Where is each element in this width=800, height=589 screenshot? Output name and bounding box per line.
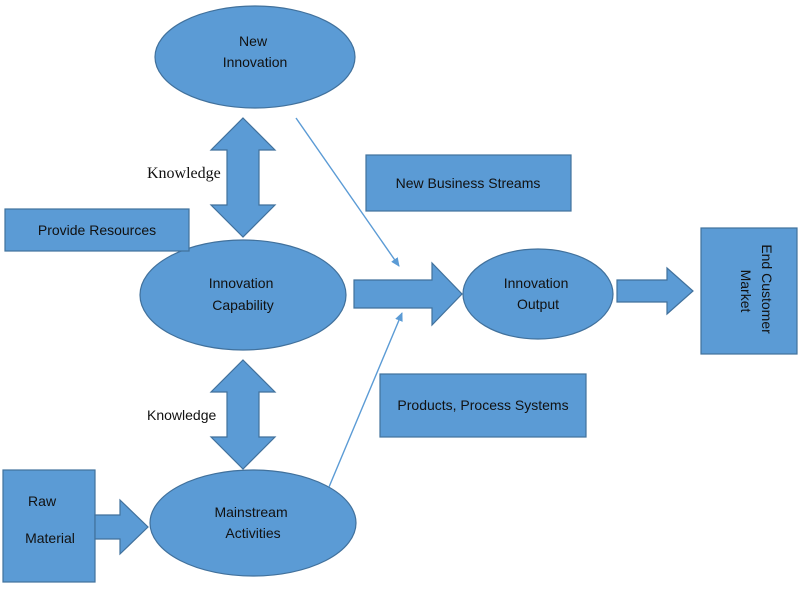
innovation-capability-label: Innovation Capability <box>209 275 278 313</box>
mainstream-activities-label: Mainstream Activities <box>214 504 291 541</box>
new-innovation-label-line-2: Innovation <box>223 54 288 70</box>
end-customer-market-label-line-2: Market <box>738 270 754 313</box>
innovation-output-node <box>462 248 614 340</box>
new-business-streams-label: New Business Streams <box>396 175 541 191</box>
raw-material-to-mainstream-arrow <box>94 498 149 556</box>
new-innovation-to-output-connector <box>295 117 400 267</box>
mainstream-activities-node <box>149 469 357 577</box>
new-business-streams-box <box>365 154 572 212</box>
end-customer-market-label: End Customer Market <box>738 244 775 337</box>
capability-to-output-arrow <box>353 261 463 327</box>
raw-material-label-line-1: Raw <box>28 493 57 509</box>
provide-resources-box <box>4 208 190 252</box>
raw-material-label-line-2: Material <box>25 530 75 546</box>
innovation-capability-label-line-2: Capability <box>212 297 273 313</box>
new-innovation-node <box>154 5 356 109</box>
knowledge-double-arrow-top <box>209 117 277 238</box>
end-customer-market-box <box>700 227 798 355</box>
new-innovation-label-line-1: New <box>239 33 268 49</box>
end-customer-market-label-line-1: End Customer <box>759 244 775 334</box>
knowledge-label-bottom: Knowledge <box>147 407 216 423</box>
output-to-market-arrow <box>616 266 694 316</box>
knowledge-double-arrow-bottom <box>209 359 277 470</box>
innovation-output-label-line-2: Output <box>517 296 559 312</box>
mainstream-activities-label-line-1: Mainstream <box>214 504 287 520</box>
raw-material-label: Raw Material <box>25 493 75 546</box>
knowledge-label-top: Knowledge <box>147 165 221 182</box>
innovation-output-label: Innovation Output <box>504 275 573 312</box>
mainstream-to-output-connector <box>328 312 403 488</box>
products-process-systems-label: Products, Process Systems <box>397 397 568 413</box>
raw-material-box <box>2 469 96 583</box>
innovation-output-label-line-1: Innovation <box>504 275 569 291</box>
products-process-systems-box <box>379 373 587 438</box>
new-innovation-label: New Innovation <box>223 33 288 70</box>
innovation-capability-label-line-1: Innovation <box>209 275 274 291</box>
mainstream-activities-label-line-2: Activities <box>225 525 280 541</box>
innovation-capability-node <box>139 239 347 351</box>
provide-resources-label: Provide Resources <box>38 222 156 238</box>
